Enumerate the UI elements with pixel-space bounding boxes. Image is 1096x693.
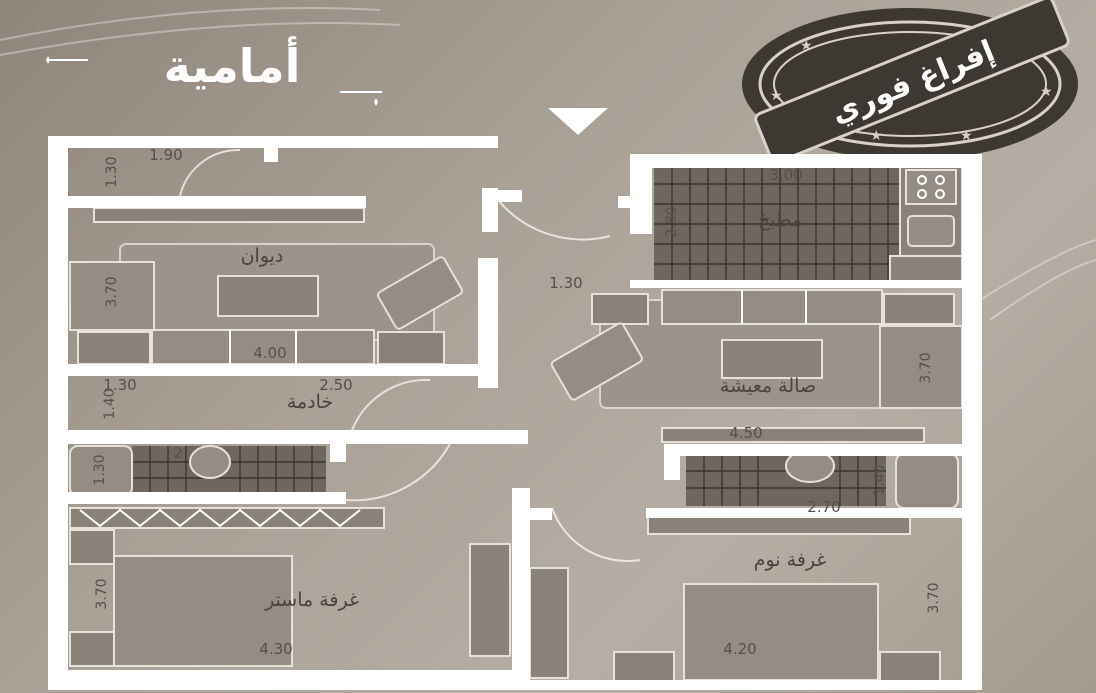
armchair — [550, 322, 643, 401]
background-decoration — [0, 7, 1096, 321]
sofa-right — [879, 325, 963, 409]
bath-tiles-left — [132, 446, 326, 496]
master-furniture — [69, 507, 511, 667]
dimension-label: 2.80 — [664, 206, 680, 237]
kitchen-fixtures — [889, 163, 963, 283]
dimension-label: 4.00 — [253, 344, 286, 362]
dimension-label: 1.90 — [149, 146, 182, 164]
wardrobe — [69, 507, 385, 529]
dimension-label: 4.50 — [729, 424, 762, 442]
dimension-label: 4.20 — [723, 640, 756, 658]
dimension-label: 3.70 — [918, 352, 934, 383]
bathtub-icon — [895, 453, 959, 509]
bed — [683, 583, 879, 681]
nightstand — [69, 529, 115, 565]
sink-icon — [907, 215, 955, 247]
nightstand — [69, 631, 115, 667]
dimension-label: 3.70 — [104, 276, 120, 307]
dimension-label: 4.30 — [259, 640, 292, 658]
wardrobe — [529, 567, 569, 679]
console — [93, 207, 365, 223]
room-label-maid: خادمة — [287, 391, 333, 413]
room-label-master: غرفة ماستر — [264, 589, 359, 611]
room-label-kitchen: مطبخ — [758, 209, 802, 231]
coffee-table — [217, 275, 319, 317]
nightstand — [879, 651, 941, 683]
dimension-labels: 1.90 1.30 3.00 2.80 1.30 3.70 4.00 1.30 … — [92, 146, 942, 658]
armchair — [377, 256, 463, 330]
fridge — [889, 255, 963, 283]
header: أمامية — [46, 36, 382, 106]
dimension-label: 1.40 — [102, 388, 118, 419]
side-table — [591, 293, 649, 325]
nightstand — [613, 651, 675, 683]
dimension-label: 1.30 — [104, 156, 120, 187]
kitchen-tiles — [654, 164, 900, 280]
console — [661, 427, 925, 443]
side-table — [77, 331, 151, 365]
living-furniture — [550, 289, 963, 443]
dimension-label: 1.40 — [872, 464, 888, 495]
dimension-label: 1.30 — [92, 454, 108, 485]
door-swings — [179, 148, 641, 562]
entrance-arrow-icon — [548, 108, 608, 135]
room-label-living: صالة معيشة — [720, 375, 816, 397]
stove-icon — [905, 169, 957, 205]
sofa-left — [69, 261, 155, 331]
svg-text:★: ★ — [800, 38, 813, 54]
dimension-label: 3.70 — [94, 578, 110, 609]
diwan-furniture — [69, 207, 463, 365]
bath-fixtures — [69, 445, 959, 509]
svg-text:★: ★ — [870, 128, 883, 144]
dimension-label: 3.70 — [926, 582, 942, 613]
page-title: أمامية — [164, 36, 301, 93]
room-label-diwan: ديوان — [241, 245, 284, 267]
dimension-label: 1.30 — [549, 274, 582, 292]
master-bed — [113, 555, 293, 667]
dresser — [469, 543, 511, 657]
sofa-bottom — [151, 329, 375, 365]
dimension-label: 1.30 — [103, 376, 136, 394]
dimension-label: 2.70 — [807, 498, 840, 516]
coffee-table — [721, 339, 823, 379]
bath-tiles-right — [686, 454, 886, 506]
svg-text:★: ★ — [770, 88, 783, 104]
sparkle-icon — [374, 98, 378, 106]
walls — [48, 136, 982, 690]
svg-text:★: ★ — [1040, 84, 1053, 100]
dimension-label: 3.00 — [769, 166, 802, 184]
svg-text:★: ★ — [960, 128, 973, 144]
sparkle-icon — [46, 56, 50, 64]
room-label-bedroom: غرفة نوم — [754, 549, 827, 571]
bedroom-furniture — [529, 513, 941, 683]
sofa-top — [661, 289, 883, 325]
dimension-label: 2.50 — [319, 376, 352, 394]
toilet-icon — [189, 445, 231, 479]
side-table — [883, 293, 955, 325]
dimension-label: 2 — [173, 444, 183, 462]
side-table — [377, 331, 445, 365]
stamp-badge: ★ ★ ★ ★ ★ ★ إفراغ فوري — [742, 0, 1078, 164]
room-labels: ديوان مطبخ خادمة صالة معيشة غرفة ماستر غ… — [241, 209, 827, 611]
